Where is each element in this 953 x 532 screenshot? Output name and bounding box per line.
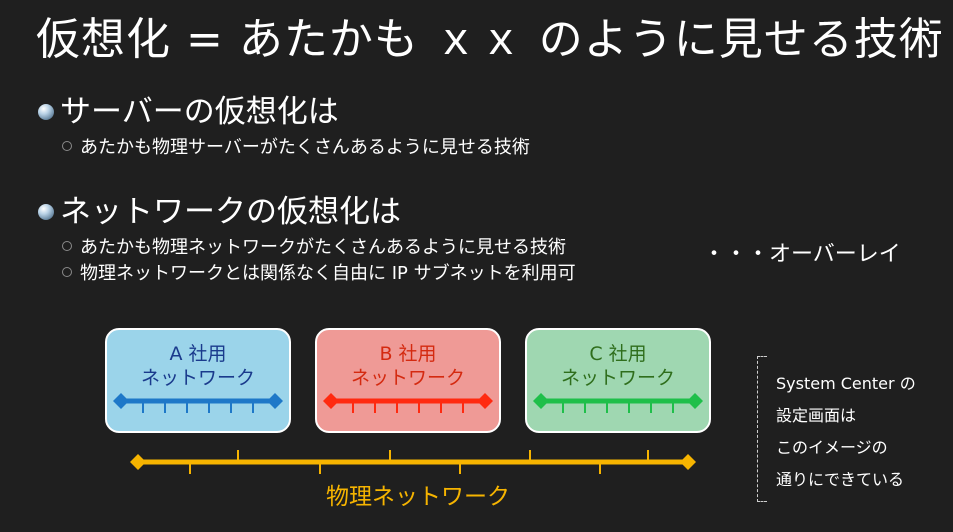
tenant-network-0-end-left: [113, 393, 129, 409]
sub-point-text: あたかも物理ネットワークがたくさんあるように見せる技術: [80, 237, 566, 258]
sub-bullet-icon: [62, 267, 72, 277]
tenant-network-2-end-left: [533, 393, 549, 409]
tenant-network-label: ネットワーク: [350, 367, 465, 389]
sub-point: 物理ネットワークとは関係なく自由に IP サブネットを利用可: [62, 262, 576, 286]
sub-point: あたかも物理サーバーがたくさんあるように見せる技術: [62, 136, 530, 160]
sub-bullet-icon: [62, 241, 72, 251]
section-heading-server: サーバーの仮想化は: [38, 92, 339, 132]
tenant-name: C 社用: [589, 343, 647, 365]
page-title: 仮想化 = あたかも ｘｘ のように見せる技術: [36, 14, 944, 65]
section-heading-text: ネットワークの仮想化は: [60, 194, 401, 230]
sub-point: あたかも物理ネットワークがたくさんあるように見せる技術: [62, 236, 566, 260]
physical-network-end-left: [130, 454, 146, 470]
tenant-name: A 社用: [169, 343, 227, 365]
tenant-network-1-end-right: [477, 393, 493, 409]
tenant-network-1-end-left: [323, 393, 339, 409]
tenant-name: B 社用: [379, 343, 437, 365]
bullet-ball-icon: [38, 203, 54, 220]
sub-point-text: あたかも物理サーバーがたくさんあるように見せる技術: [80, 137, 530, 158]
note-line: 設定画面は: [776, 406, 857, 425]
note-line: 通りにできている: [776, 470, 905, 489]
overlay-label: ・・・オーバーレイ: [703, 242, 901, 267]
tenant-network-0-end-right: [267, 393, 283, 409]
note-text: System Center の 設定画面は このイメージの 通りにできている: [776, 368, 916, 496]
section-heading-text: サーバーの仮想化は: [60, 94, 339, 130]
bullet-ball-icon: [38, 103, 54, 120]
sub-point-text: 物理ネットワークとは関係なく自由に IP サブネットを利用可: [80, 263, 576, 284]
physical-network-end-right: [680, 454, 696, 470]
sub-bullet-icon: [62, 141, 72, 151]
tenant-network-label: ネットワーク: [140, 367, 255, 389]
note-bracket: [757, 356, 767, 502]
physical-network-label: 物理ネットワーク: [326, 484, 510, 510]
tenant-network-box-c: C 社用 ネットワーク: [525, 328, 711, 433]
tenant-network-label: ネットワーク: [560, 367, 675, 389]
tenant-network-box-b: B 社用 ネットワーク: [315, 328, 501, 433]
section-heading-network: ネットワークの仮想化は: [38, 192, 401, 232]
note-line: このイメージの: [776, 438, 888, 457]
note-line: System Center の: [776, 374, 916, 393]
tenant-network-box-a: A 社用 ネットワーク: [105, 328, 291, 433]
tenant-network-2-end-right: [687, 393, 703, 409]
